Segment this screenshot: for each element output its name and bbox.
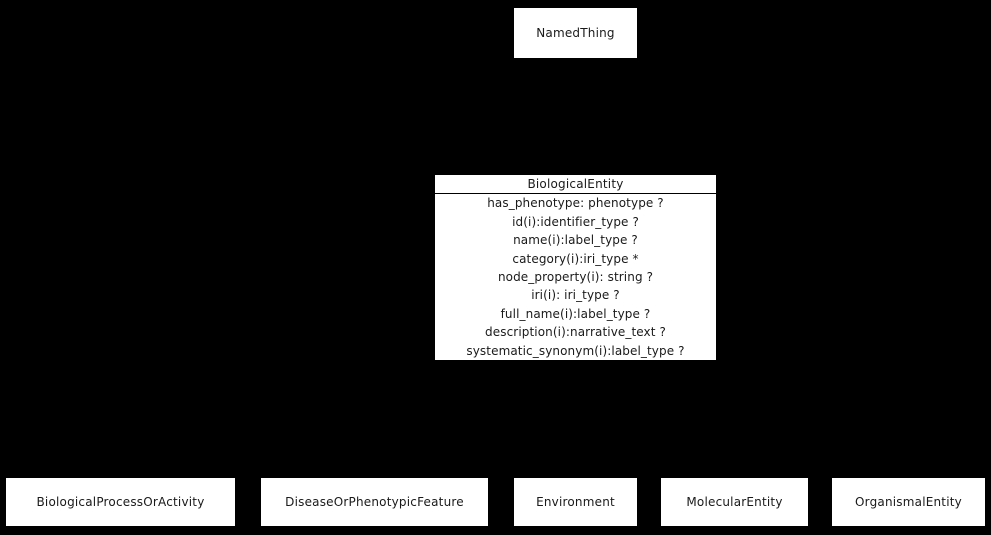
class-title-biological-process-or-activity: BiologicalProcessOrActivity	[36, 495, 205, 509]
class-node-molecular-entity[interactable]: MolecularEntity	[660, 477, 809, 527]
class-node-disease-or-phenotypic-feature[interactable]: DiseaseOrPhenotypicFeature	[260, 477, 489, 527]
attribute-row: id(i):identifier_type ?	[512, 214, 639, 229]
attribute-row: category(i):iri_type *	[512, 251, 639, 266]
class-node-biological-process-or-activity[interactable]: BiologicalProcessOrActivity	[5, 477, 236, 527]
class-title-molecular-entity: MolecularEntity	[686, 495, 783, 509]
class-node-organismal-entity[interactable]: OrganismalEntity	[831, 477, 986, 527]
edge-biologicalentity-namedthing	[567, 58, 583, 174]
attribute-row: name(i):label_type ?	[513, 233, 638, 248]
class-title-organismal-entity: OrganismalEntity	[855, 495, 962, 509]
class-title-biological-entity: BiologicalEntity	[435, 175, 716, 194]
attribute-row: iri(i): iri_type ?	[531, 288, 620, 303]
edge-diseaseorphenotypicfeature-biologicalentity	[373, 359, 541, 478]
class-node-named-thing[interactable]: NamedThing	[513, 7, 638, 59]
class-title-environment: Environment	[536, 495, 615, 509]
class-title-named-thing: NamedThing	[536, 26, 615, 40]
attribute-row: description(i):narrative_text ?	[485, 325, 666, 340]
attribute-row: systematic_synonym(i):label_type ?	[466, 343, 685, 358]
edge-organismalentity-biologicalentity	[648, 359, 909, 478]
class-node-environment[interactable]: Environment	[513, 477, 638, 527]
class-title-disease-or-phenotypic-feature: DiseaseOrPhenotypicFeature	[285, 495, 464, 509]
edge-biologicalprocessoractivity-biologicalentity	[119, 359, 502, 478]
attribute-row: has_phenotype: phenotype ?	[487, 196, 664, 211]
edge-environment-biologicalentity	[567, 359, 583, 477]
attribute-row: full_name(i):label_type ?	[500, 306, 651, 321]
attribute-row: node_property(i): string ?	[497, 269, 654, 284]
attribute-list: has_phenotype: phenotype ? id(i):identif…	[435, 194, 716, 360]
edge-molecularentity-biologicalentity	[609, 359, 735, 478]
class-node-biological-entity[interactable]: BiologicalEntity has_phenotype: phenotyp…	[434, 174, 717, 361]
